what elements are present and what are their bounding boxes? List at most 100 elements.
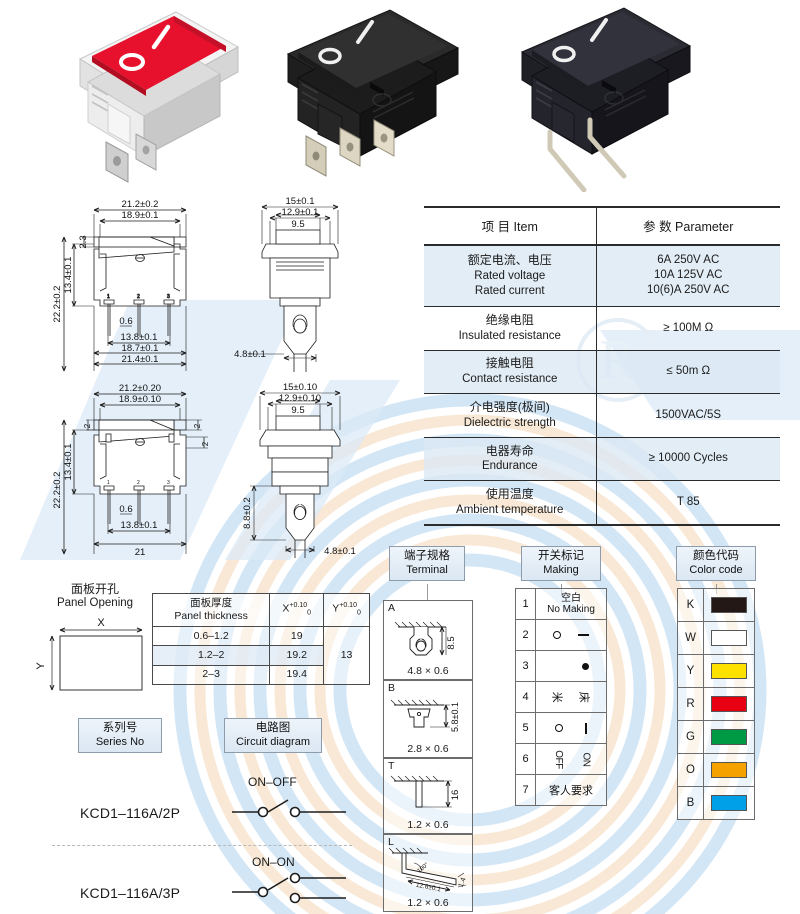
terminal-type-l: L 100° 12.6±0.1 1.4 1.2 × 0.6 [383, 834, 473, 912]
terminal-type-b: B 5.8±0.1 2.8 × 0.6 [383, 680, 473, 758]
panel-x-value: 19 [269, 626, 325, 647]
dim-21.4: 21.4±0.1 [122, 354, 159, 365]
color-row-g: G [677, 720, 755, 754]
making-no: 5 [515, 712, 536, 744]
color-code-title-cn: 颜色代码 [693, 550, 739, 562]
panel-x-value: 19.2 [269, 645, 325, 666]
dim-2.3: 2.3 [78, 235, 89, 248]
panel-thickness-value: 2–3 [151, 664, 271, 686]
terminal-title-cn: 端子规格 [404, 550, 450, 562]
color-row-k: K [677, 588, 755, 622]
making-symbol-dash [578, 634, 590, 636]
spec-row-endurance: 电器寿命 Endurance ≥ 10000 Cycles [424, 437, 780, 482]
rocker-red [92, 16, 226, 96]
dim-8.8: 8.8±0.2 [242, 497, 253, 529]
color-code-letter: Y [677, 654, 704, 688]
svg-text:2: 2 [137, 480, 140, 486]
color-swatch-y [711, 663, 747, 679]
making-row-7: 7 客人要求 [515, 774, 607, 806]
spec-row-dielectric: 介电强度(极间) Dielectric strength 1500VAC/5S [424, 393, 780, 438]
panel-col-x: X+0.100 [269, 592, 325, 628]
making-symbol-bar-rotated: 床 [577, 691, 590, 703]
dim-22.2: 22.2±0.2 [52, 286, 63, 323]
product-photo-black-3p-switch [278, 4, 478, 189]
color-row-b: B [677, 786, 755, 820]
dim-13.8-b: 13.8±0.1 [121, 520, 158, 531]
svg-text:3: 3 [167, 480, 170, 486]
spec-item-cn: 电器寿命 [485, 443, 534, 458]
color-row-y: Y [677, 654, 755, 688]
spec-row-insulated: 绝缘电阻 Insulated resistance ≥ 100M Ω [424, 306, 780, 351]
terminal-t-height: 16 [450, 790, 461, 801]
panel-thickness-value: 1.2–2 [151, 645, 271, 666]
spec-value: 10(6)A 250V AC [647, 284, 730, 297]
circuit-diagram-chip: 电路图 Circuit diagram [224, 718, 322, 753]
color-swatch-r [711, 696, 747, 712]
panel-thickness-table: 面板厚度 Panel thickness X+0.100 Y+0.100 0.6… [151, 592, 370, 686]
terminal-chip: 端子规格 Terminal [389, 546, 465, 581]
making-no: 2 [515, 619, 536, 651]
product-photo-white-red-switch [58, 4, 248, 189]
making-label-cn: 空白 [561, 592, 581, 604]
dim-18.9: 18.9±0.1 [122, 210, 159, 221]
series-model-3p: KCD1–116A/3P [80, 885, 181, 901]
making-label-en: No Making [547, 604, 595, 615]
terminals-flat-three [305, 119, 395, 177]
terminals-flat [105, 133, 157, 183]
series-title-en: Series No [95, 735, 145, 748]
panel-thickness-value: 0.6–1.2 [151, 626, 271, 647]
making-title-cn: 开关标记 [538, 550, 584, 562]
making-no: 1 [515, 588, 536, 620]
spec-header-item: 项 目 Item [424, 207, 597, 246]
dim-9.5: 9.5 [291, 219, 304, 230]
dim-13.4-b: 13.4±0.1 [63, 444, 74, 481]
making-symbol-circle-rotated: 米 [550, 691, 563, 703]
spec-value: 6A 250V AC [657, 254, 720, 267]
product-photo-black-bent-pin-switch [508, 4, 713, 192]
making-chip: 开关标记 Making [521, 546, 601, 581]
color-row-w: W [677, 621, 755, 655]
panel-thickness-cn: 面板厚度 [190, 596, 233, 609]
dim-0.6-b: 0.6 [119, 504, 132, 515]
dim-13.4: 13.4±0.1 [63, 257, 74, 294]
color-code-chip: 颜色代码 Color code [676, 546, 756, 581]
circuit-title-cn: 电路图 [255, 722, 291, 734]
terminals-bent-pins [547, 117, 627, 192]
terminal-title-en: Terminal [406, 563, 448, 576]
making-symbol-bar [585, 722, 587, 734]
spec-item-cn: 额定电流、电压 [467, 252, 552, 267]
making-row-1: 1 空白 No Making [515, 588, 607, 620]
panel-axis-y: Y [35, 662, 47, 670]
color-row-o: O [677, 753, 755, 787]
making-symbol-on: ON [580, 752, 592, 766]
dim-2-right2: 2 [201, 441, 210, 446]
making-symbol-circle-2 [555, 724, 564, 732]
making-title-en: Making [543, 563, 579, 576]
dim-4.8: 4.8±0.1 [234, 349, 266, 360]
dim-0.6: 0.6 [119, 316, 132, 327]
spec-value: 1500VAC/5S [596, 393, 780, 438]
terminal-b-height: 5.8±0.1 [450, 702, 460, 732]
dimension-drawing-side-top: 15±0.1 12.9±0.1 9.5 9.5 4.8±0.1 [228, 196, 398, 378]
spec-item-cn: 介电强度(极间) [469, 399, 550, 414]
series-divider [52, 845, 352, 846]
dimension-drawing-side-bottom: 15±0.10 12.9±0.10 9.5 8.8±0.2 4.8±0.1 [228, 382, 403, 564]
spec-item-en1: Contact resistance [462, 373, 558, 386]
series-model-2p: KCD1–116A/2P [80, 805, 181, 821]
dim-9.5-b: 9.5 [291, 405, 304, 416]
color-swatch-g [711, 729, 747, 745]
making-no: 3 [515, 650, 536, 682]
circuit-symbol-on-off [230, 790, 350, 826]
terminal-t-size: 1.2 × 0.6 [407, 819, 449, 831]
color-code-letter: B [677, 786, 704, 820]
dim-21.2-b: 21.2±0.20 [119, 383, 161, 394]
dim-12.9-b: 12.9±0.10 [279, 393, 321, 404]
dim-18.7: 18.7±0.1 [122, 343, 159, 354]
spec-item-cn: 使用温度 [485, 487, 534, 502]
panel-axis-x: X [97, 617, 105, 629]
dim-21.2: 21.2±0.2 [122, 199, 159, 210]
specification-table: 项 目 Item 参 数 Parameter 额定电流、电压 Rated vol… [424, 206, 780, 526]
color-row-r: R [677, 687, 755, 721]
spec-item-en1: Endurance [481, 460, 538, 473]
spec-item-en1: Rated voltage [474, 269, 546, 282]
